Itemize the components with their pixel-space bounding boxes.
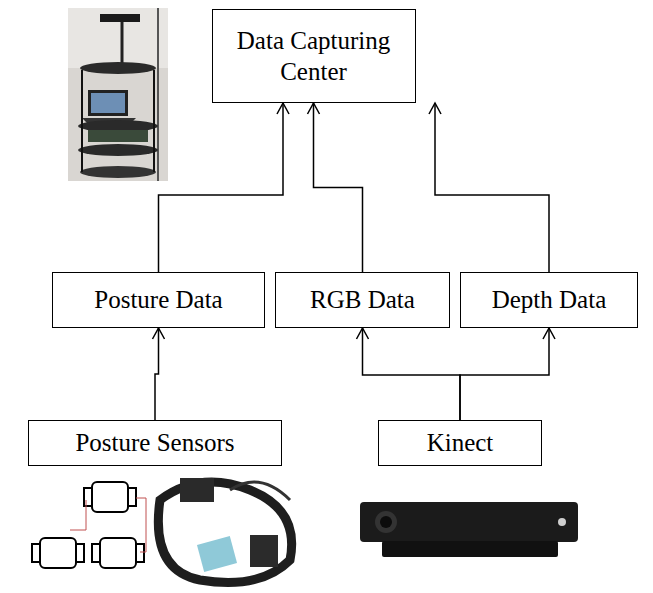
process-box: Posture Sensors <box>28 420 282 466</box>
process-box: Posture Data <box>52 272 265 328</box>
process-box: RGB Data <box>275 272 450 328</box>
harness-photo <box>158 478 291 583</box>
box-label: Depth Data <box>492 284 607 315</box>
arrow-connector <box>159 103 290 272</box>
arrow-connector <box>429 103 549 272</box>
arrow-connector <box>460 328 555 420</box>
box-label: Kinect <box>427 427 494 458</box>
arrow-connector <box>308 103 363 272</box>
box-label: Posture Data <box>94 284 222 315</box>
box-label: Data Capturing Center <box>224 25 404 88</box>
sensor-sketch <box>32 482 146 568</box>
arrow-connector <box>153 328 165 420</box>
box-label: RGB Data <box>310 284 415 315</box>
process-box: Depth Data <box>460 272 638 328</box>
process-box: Data Capturing Center <box>212 9 416 103</box>
box-label: Posture Sensors <box>75 427 234 458</box>
cart-photo <box>68 8 168 181</box>
arrow-connector <box>357 328 461 420</box>
kinect-device <box>360 502 578 557</box>
process-box: Kinect <box>378 420 542 466</box>
